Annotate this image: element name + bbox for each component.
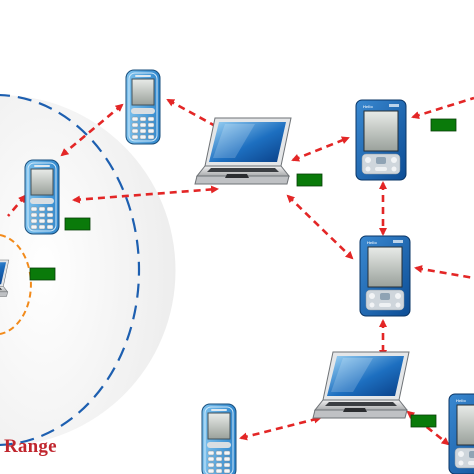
pda-icon-partial [448,393,474,474]
pda-icon [359,235,411,317]
data-packet [296,173,323,187]
link-laptop-center-pda-middle [286,194,354,260]
link-phone-top-phone-left [60,103,124,157]
link-phone-left-offscreen [7,194,27,217]
transmission-range-area [0,94,176,446]
mobile-phone-icon [125,69,161,145]
data-packets [29,118,457,428]
pda-icon [355,99,407,181]
range-label: Range [4,436,57,457]
data-packet [64,217,91,231]
data-packet [430,118,457,132]
inner-range-ring [0,234,32,335]
wireless-links [7,96,474,446]
link-pda-top-offscreen [411,96,474,120]
data-packet [29,267,56,281]
mobile-phone-icon [24,159,60,235]
laptop-icon [312,351,410,419]
link-pda-middle-offscreen [414,265,474,280]
link-laptop-bottom-pda-bottom-right [406,410,450,446]
link-laptop-bottom-phone-bottom [239,415,322,441]
laptop-icon [194,117,292,185]
mobile-phone-icon [201,403,237,474]
data-packet [410,414,437,428]
link-laptop-center-pda-top [291,136,350,162]
